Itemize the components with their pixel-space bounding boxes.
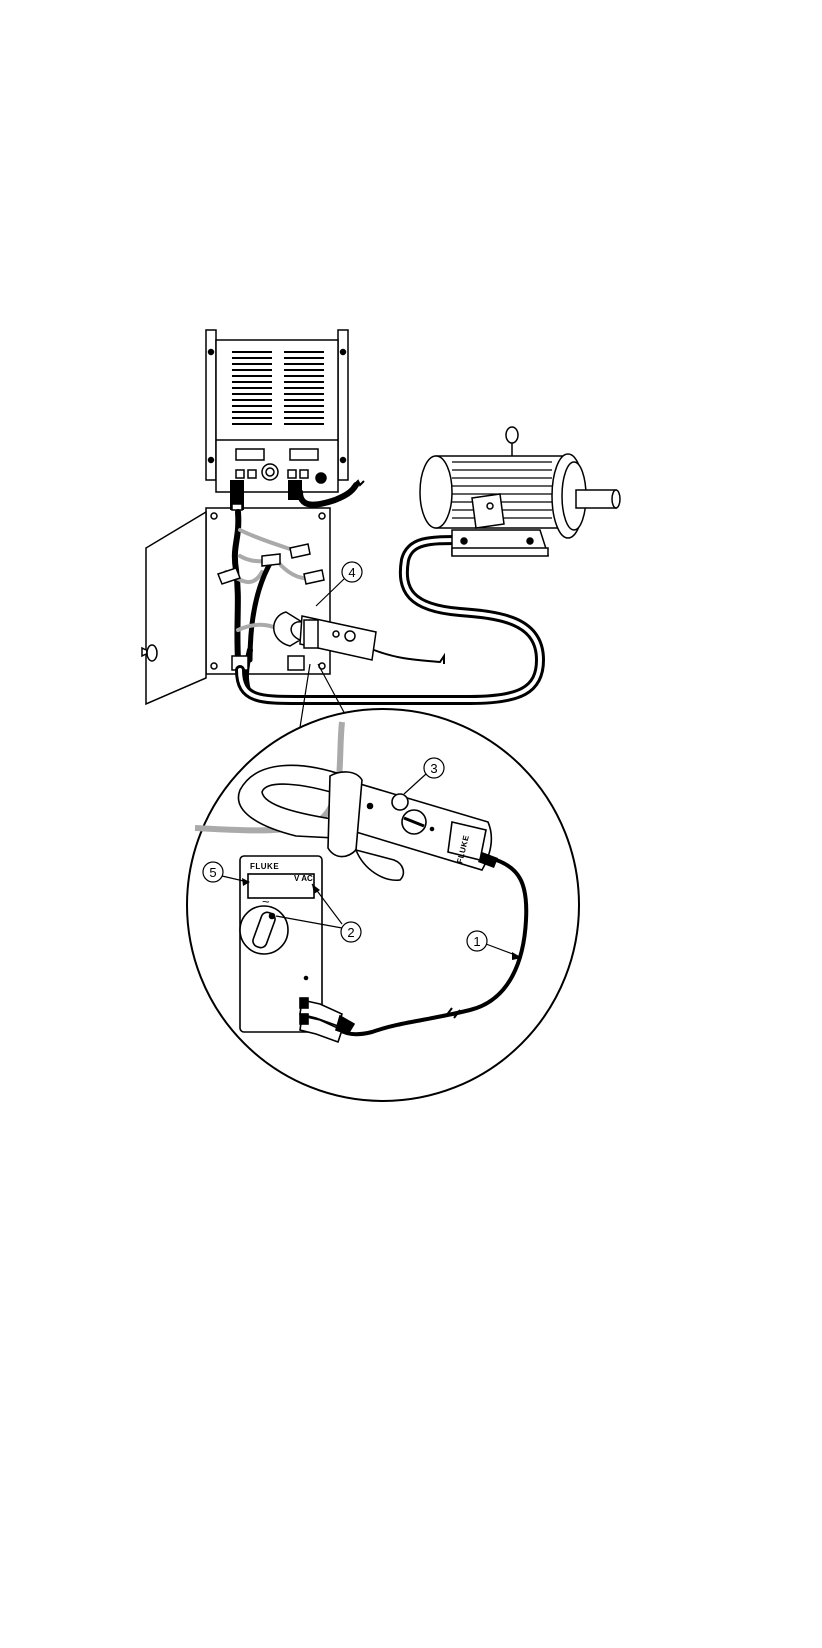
power-supply-unit bbox=[206, 330, 348, 492]
svg-text:1: 1 bbox=[473, 934, 480, 949]
svg-text:V AC: V AC bbox=[294, 874, 313, 883]
svg-text:FLUKE: FLUKE bbox=[250, 862, 279, 871]
svg-text:~: ~ bbox=[262, 894, 270, 909]
motor-shaft bbox=[576, 490, 616, 508]
svg-text:2: 2 bbox=[347, 925, 354, 940]
display-right bbox=[290, 449, 318, 460]
svg-text:3: 3 bbox=[430, 761, 437, 776]
detail-zoom-view: FLUKE 3 FLUKE V AC ~ bbox=[187, 709, 579, 1101]
svg-text:5: 5 bbox=[209, 865, 216, 880]
junction-box bbox=[206, 508, 330, 674]
display-left bbox=[236, 449, 264, 460]
svg-text:4: 4 bbox=[348, 565, 355, 580]
junction-box-door bbox=[142, 512, 206, 704]
